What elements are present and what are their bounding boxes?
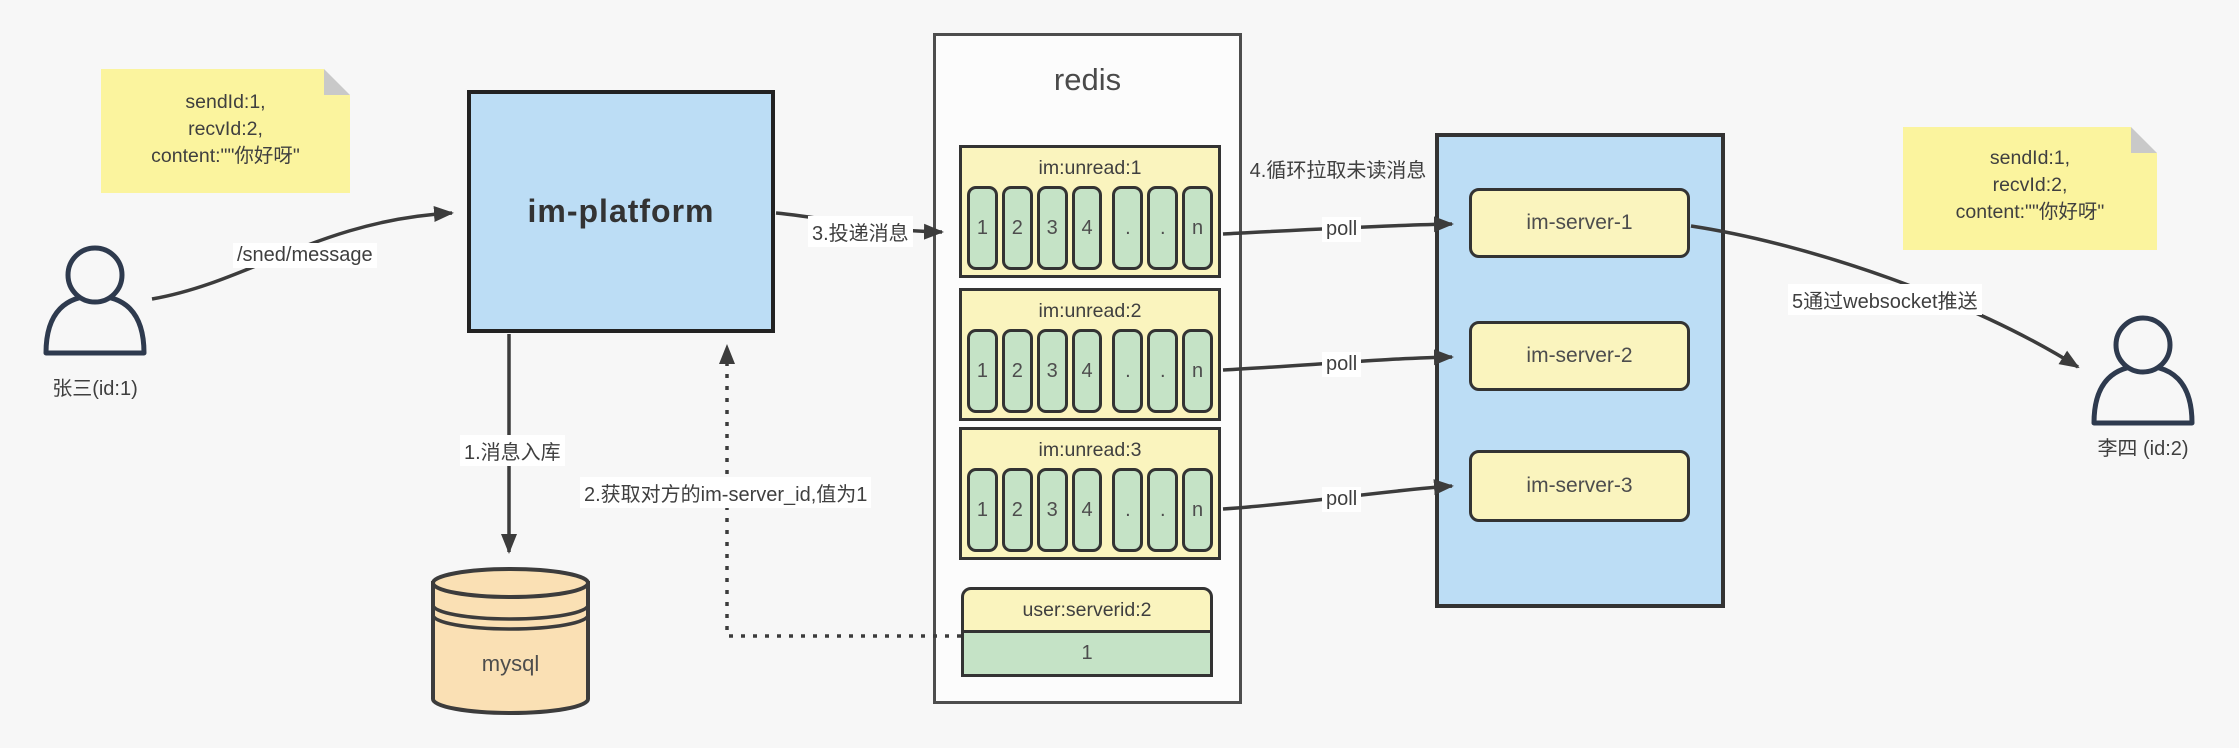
queue-cell: 2 (1001, 329, 1033, 413)
queue-cell: 3 (1036, 186, 1068, 270)
queue-label: im:unread:1 (1038, 157, 1142, 179)
receiver-user-icon (2091, 315, 2195, 426)
im-server-label: im-server-1 (1526, 211, 1633, 234)
im-server-3-node: im-server-3 (1469, 450, 1690, 522)
note-line: recvId:2, (188, 118, 263, 140)
edge-label-deliver: 3.投递消息 (808, 216, 913, 247)
im-server-label: im-server-2 (1526, 344, 1633, 367)
redis-queue-unread-3: im:unread:3 1 2 3 4 . . n (959, 427, 1221, 560)
queue-cell: n (1182, 186, 1214, 270)
queue-cell: 1 (967, 329, 998, 413)
note-line: sendId:1, (185, 91, 266, 113)
queue-cell: 3 (1036, 329, 1068, 413)
edge-label-send: /sned/message (233, 243, 377, 268)
redis-queue-unread-1: im:unread:1 1 2 3 4 . . n (959, 145, 1221, 278)
note-line: content:""你好呀" (151, 145, 300, 167)
mysql-database-icon (431, 567, 590, 715)
kv-value: 1 (961, 633, 1213, 677)
im-server-2-node: im-server-2 (1469, 321, 1690, 391)
im-server-1-node: im-server-1 (1469, 188, 1690, 258)
queue-cell: . (1112, 186, 1144, 270)
queue-cell: . (1147, 329, 1179, 413)
queue-cell: n (1182, 329, 1214, 413)
note-receiver-payload: sendId:1, recvId:2, content:""你好呀" (1903, 127, 2157, 250)
queue-cell: . (1147, 186, 1179, 270)
edge-label-store: 1.消息入库 (460, 435, 565, 466)
queue-cell: . (1112, 468, 1144, 552)
note-line: recvId:2, (1992, 174, 2068, 196)
queue-cell: 4 (1071, 186, 1103, 270)
im-server-label: im-server-3 (1526, 474, 1633, 497)
sender-label: 张三(id:1) (52, 378, 138, 400)
queue-cell: 1 (967, 186, 998, 270)
queue-label: im:unread:2 (1038, 300, 1142, 322)
note-sender-payload: sendId:1, recvId:2, content:""你好呀" (101, 69, 350, 193)
queue-cell: . (1112, 329, 1144, 413)
sender-user-icon (43, 245, 147, 356)
redis-queue-unread-2: im:unread:2 1 2 3 4 . . n (959, 288, 1221, 421)
edge-label-lookup: 2.获取对方的im-server_id,值为1 (580, 477, 872, 508)
kv-key-label: user:serverid:2 (961, 587, 1213, 633)
edge-label-poll-2: poll (1322, 352, 1362, 377)
redis-kv-user-serverid: user:serverid:2 1 (961, 587, 1213, 677)
note-line: sendId:1, (1989, 147, 2071, 169)
queue-label: im:unread:3 (1038, 439, 1142, 461)
edge-label-push: 5通过websocket推送 (1788, 284, 1982, 315)
im-platform-label: im-platform (527, 193, 715, 229)
mysql-label: mysql (481, 651, 540, 676)
redis-title: redis (1053, 62, 1122, 97)
note-line: content:""你好呀" (1955, 201, 2105, 223)
queue-cell: . (1147, 468, 1179, 552)
queue-cell: 4 (1071, 468, 1103, 552)
receiver-label: 李四 (id:2) (2097, 438, 2189, 460)
queue-cell: 2 (1001, 186, 1033, 270)
im-platform-node: im-platform (467, 90, 775, 333)
queue-cell: 2 (1001, 468, 1033, 552)
queue-cell: 3 (1036, 468, 1068, 552)
edge-label-poll-3: poll (1322, 487, 1362, 512)
edge-label-poll-1: poll (1322, 217, 1362, 242)
queue-cell: 1 (967, 468, 998, 552)
queue-cell: 4 (1071, 329, 1103, 413)
queue-cell: n (1182, 468, 1214, 552)
edge-label-pull: 4.循环拉取未读消息 (1249, 160, 1427, 182)
